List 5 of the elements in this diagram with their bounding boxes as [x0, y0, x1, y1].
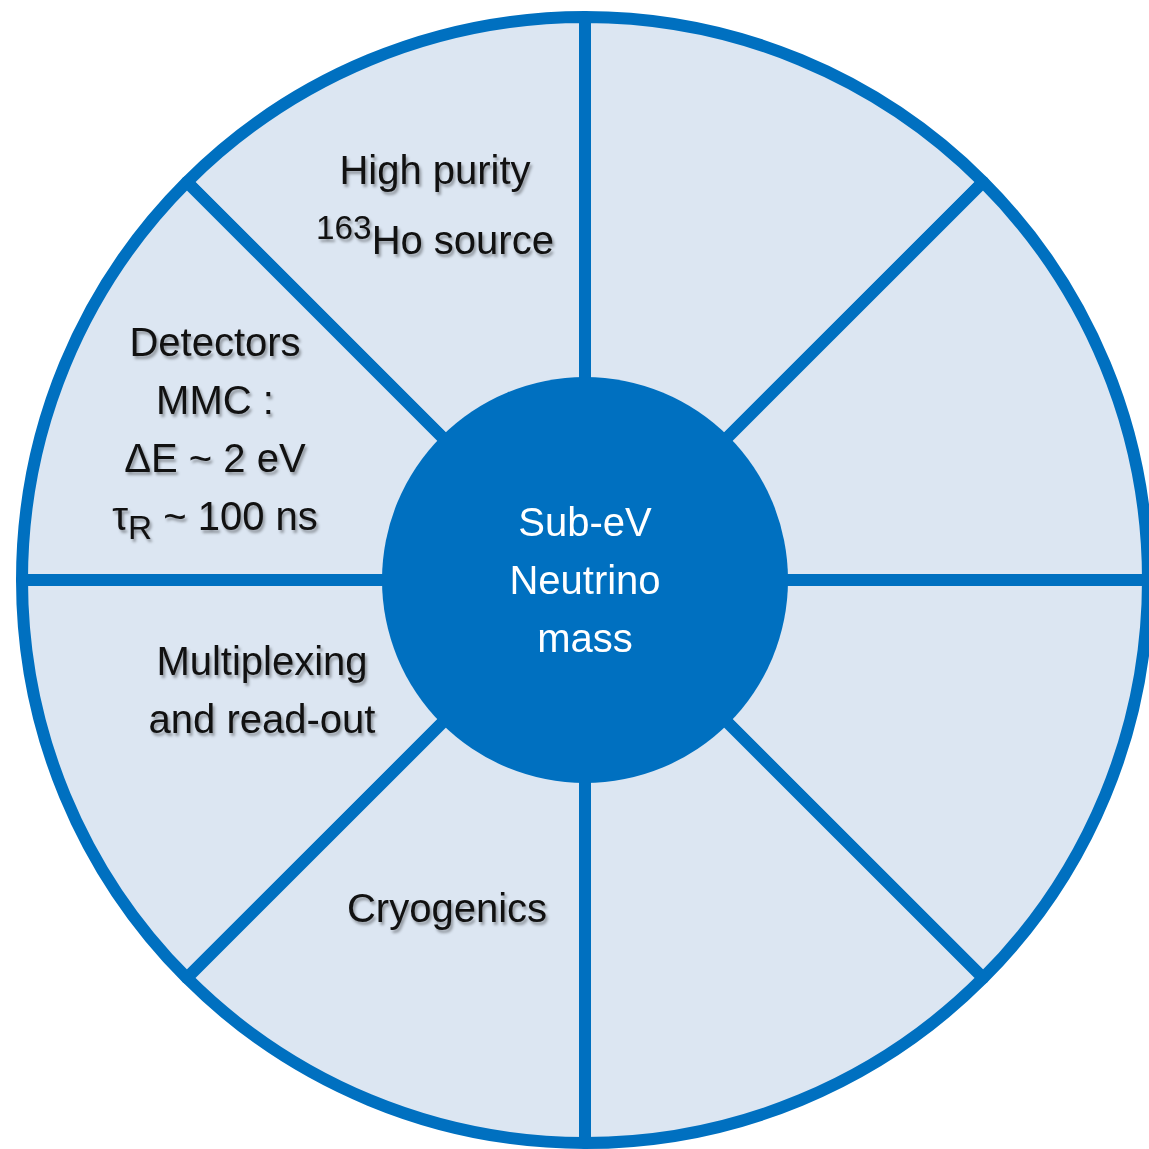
segment-label: High purity $^{163}$Ho source	[315, 147, 555, 264]
segment-label: Detectors MMC : ΔE ~ 2 eV τ$_{R}$ ~ 100 ns	[112, 319, 318, 548]
segment-label: Cryogenics	[346, 885, 547, 932]
hub-label: Sub-eV Neutrino mass	[508, 499, 662, 662]
segment-label: Multiplexing and read-out	[147, 638, 377, 743]
